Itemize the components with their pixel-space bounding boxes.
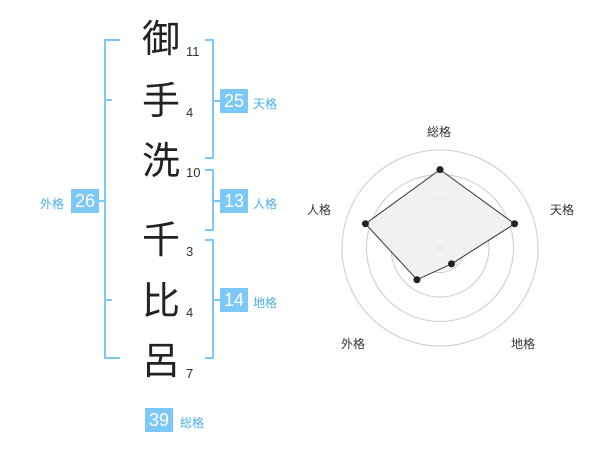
- stroke-count-6: 7: [186, 366, 194, 381]
- stroke-count-2: 4: [186, 105, 194, 120]
- jinkaku-label: 人格: [253, 197, 278, 211]
- tenkaku-label: 天格: [253, 97, 278, 111]
- radar-label-gaikaku: 外格: [341, 337, 366, 351]
- radar-ring: [341, 149, 539, 347]
- stroke-count-5: 4: [186, 305, 194, 320]
- radar-point-1: [436, 166, 444, 174]
- stroke-count-4: 3: [186, 244, 194, 259]
- name-char-5: 比: [141, 279, 180, 323]
- stroke-count-3: 10: [186, 165, 201, 180]
- name-char-2: 手: [141, 79, 180, 123]
- radar-label-chikaku: 地格: [511, 337, 536, 351]
- chikaku-value-badge: 14: [220, 288, 248, 312]
- chikaku-label: 地格: [253, 296, 278, 310]
- tenkaku-value-badge: 25: [220, 89, 248, 113]
- gaikaku-label: 外格: [40, 197, 65, 211]
- name-char-6: 呂: [141, 339, 180, 383]
- tenkaku-bracket: [205, 39, 214, 159]
- name-char-1: 御: [141, 17, 180, 61]
- gaikaku-bracket: [104, 39, 120, 359]
- radar-label-jinkaku: 人格: [307, 203, 332, 217]
- gaikaku-value-badge: 26: [71, 189, 99, 213]
- radar-point-4: [413, 276, 421, 284]
- jinkaku-value-badge: 13: [220, 189, 248, 213]
- radar-label-soukaku: 総格: [427, 125, 452, 139]
- name-char-3: 洗: [141, 139, 180, 183]
- stroke-count-1: 11: [186, 44, 200, 59]
- soukaku-value-badge: 39: [145, 408, 173, 432]
- radar-point-3: [448, 260, 456, 268]
- radar-point-2: [511, 220, 519, 228]
- name-char-4: 千: [141, 218, 180, 262]
- radar-point-5: [361, 220, 369, 228]
- soukaku-label: 総格: [180, 416, 205, 430]
- radar-label-tenkaku: 天格: [550, 203, 575, 217]
- radar-polygon: [364, 168, 516, 281]
